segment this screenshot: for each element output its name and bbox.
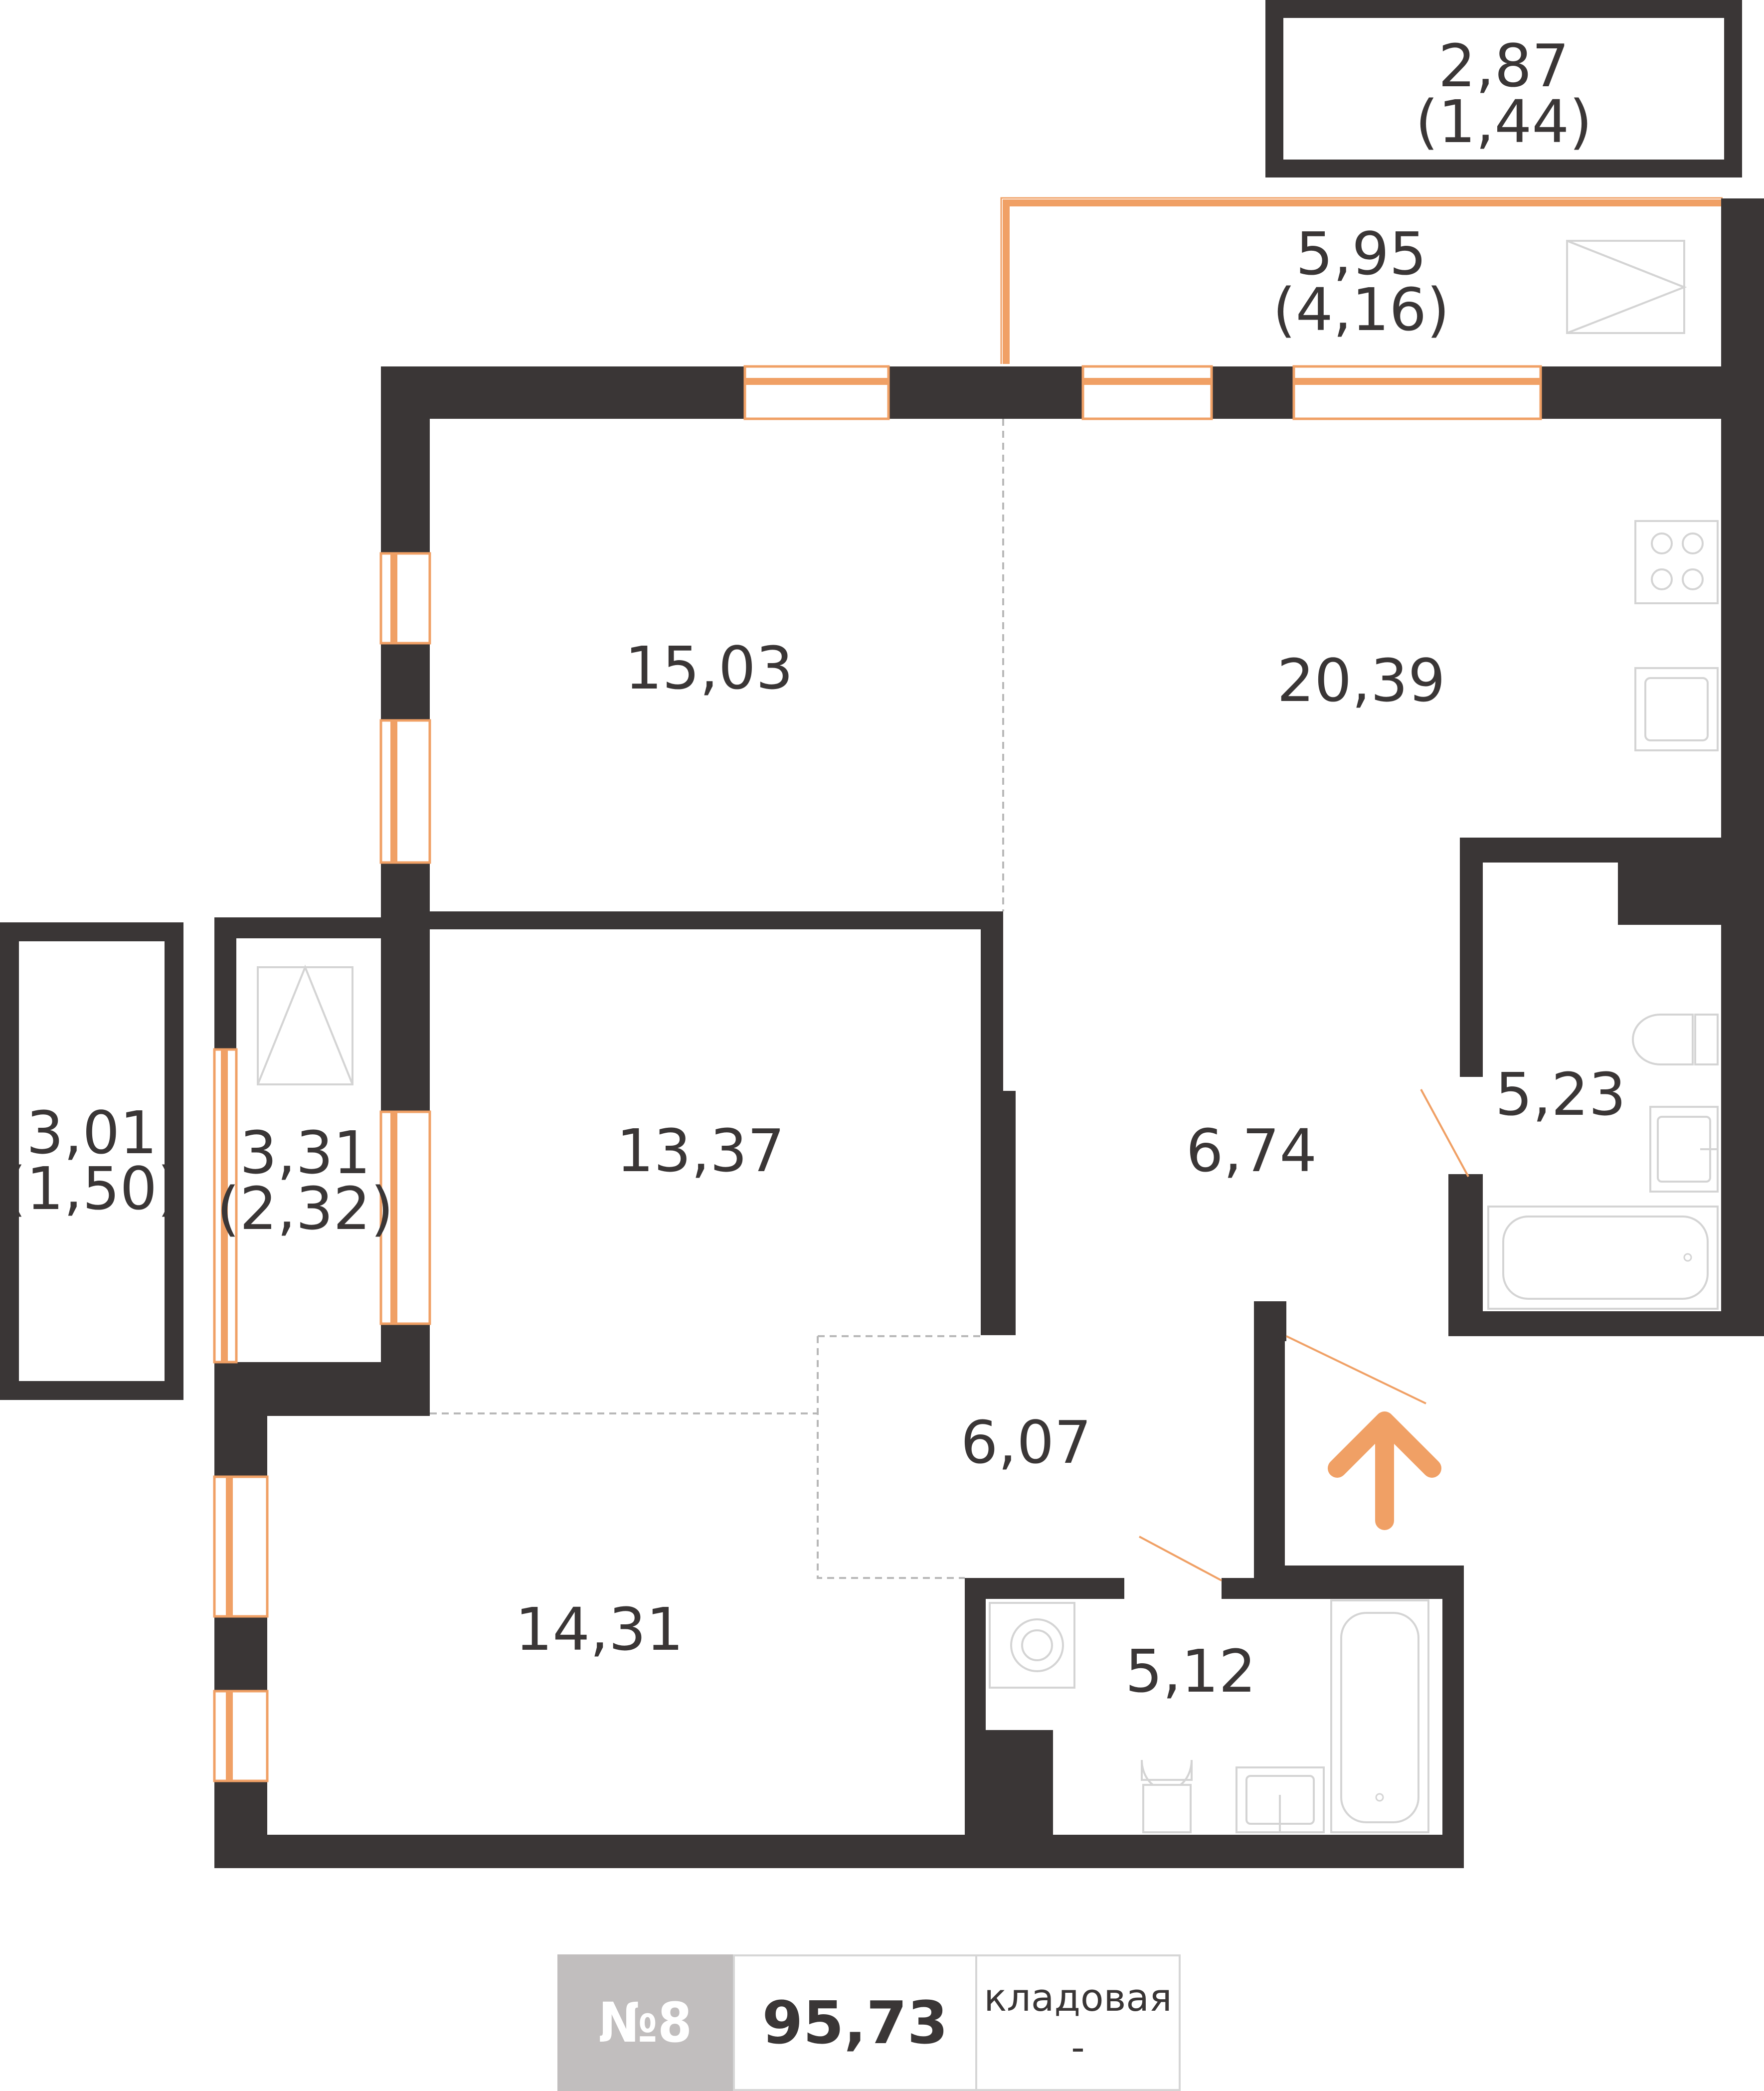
balcony-top-small-sub: (1,44)	[1415, 87, 1592, 156]
loggia-left-area: 3,31	[239, 1118, 371, 1187]
toilet-bottom-icon	[1141, 1759, 1193, 1833]
loggia-left-outer-area: 3,01	[26, 1098, 158, 1167]
balcony-top-small-area: 2,87	[1438, 31, 1570, 100]
kitchen-living-label: 20,39	[1277, 646, 1445, 715]
sink-bottom-icon	[1235, 1766, 1325, 1833]
total-area: 95,73	[733, 1954, 977, 2091]
storage-cell: кладовая -	[975, 1954, 1181, 2091]
bedroom-2-area: 13,37	[616, 1116, 785, 1185]
stove-icon	[1634, 520, 1719, 604]
hall-area: 6,74	[1186, 1116, 1317, 1185]
loggia-left-sub: (2,32)	[216, 1174, 394, 1243]
zone-lines	[430, 419, 1004, 1579]
washing-machine-icon	[989, 1602, 1075, 1689]
corridor-label: 6,07	[960, 1408, 1092, 1477]
bathroom-bottom-label: 5,12	[1125, 1637, 1256, 1706]
apartment-number: №8	[557, 1954, 733, 2091]
balcony-top-small-outline	[1265, 0, 1742, 177]
walls	[214, 198, 1764, 1868]
kitchen-living-area: 20,39	[1277, 646, 1445, 715]
bathroom-bottom-area: 5,12	[1125, 1637, 1256, 1706]
balcony-top-label: 5,95 (4,16)	[1272, 219, 1450, 344]
bedroom-3-label: 14,31	[515, 1595, 684, 1664]
sink-icon	[1649, 1106, 1719, 1193]
bathroom-right-area: 5,23	[1495, 1060, 1626, 1129]
loggia-left-outer-label: 3,01 (1,50)	[3, 1098, 180, 1223]
balcony-top-railing	[1003, 199, 1723, 364]
toilet-icon	[1632, 1014, 1719, 1065]
corridor-area: 6,07	[960, 1408, 1092, 1477]
hall-label: 6,74	[1186, 1116, 1317, 1185]
bedroom-3-area: 14,31	[515, 1595, 684, 1664]
balcony-top-small-label: 2,87 (1,44)	[1415, 31, 1592, 156]
balcony-top-railing-outer	[1000, 197, 1723, 364]
balcony-top-sub: (4,16)	[1272, 275, 1450, 344]
bedroom-2-label: 13,37	[616, 1116, 785, 1185]
bathtub-icon	[1487, 1206, 1719, 1310]
storage-value: -	[1071, 2025, 1085, 2070]
bathroom-right-label: 5,23	[1495, 1060, 1626, 1129]
loggia-left-label: 3,31 (2,32)	[216, 1118, 394, 1243]
balcony-top-box-icon	[1566, 240, 1687, 334]
storage-label: кладовая	[984, 1975, 1172, 2020]
windows	[213, 365, 1542, 1782]
balcony-top-area: 5,95	[1295, 219, 1427, 288]
bedroom-1-area: 15,03	[625, 634, 793, 702]
doors	[1139, 1089, 1469, 1581]
bathtub-bottom-icon	[1330, 1599, 1429, 1833]
entrance-arrow-icon	[1328, 1411, 1441, 1530]
loggia-left-box-icon	[257, 964, 353, 1085]
kitchen-sink-icon	[1634, 667, 1719, 751]
loggia-left-outer-sub: (1,50)	[3, 1154, 180, 1223]
loggia-left-outer-outline	[0, 922, 183, 1400]
bedroom-1-label: 15,03	[625, 634, 793, 702]
